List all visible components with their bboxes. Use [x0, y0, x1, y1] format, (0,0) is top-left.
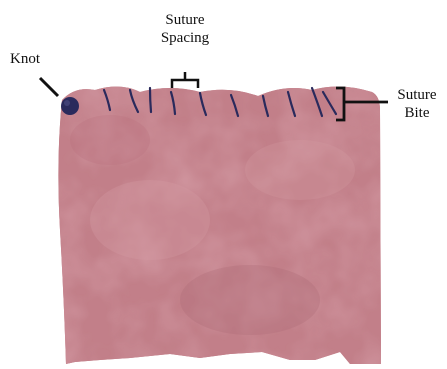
suture-spacing-label: Suture Spacing	[150, 11, 220, 47]
suture-spacing-bracket	[172, 72, 198, 88]
knot-label: Knot	[10, 50, 40, 68]
knot-marker	[61, 97, 79, 115]
suture-bite-label: Suture Bite	[390, 86, 444, 122]
knot-pointer-line	[40, 78, 58, 96]
